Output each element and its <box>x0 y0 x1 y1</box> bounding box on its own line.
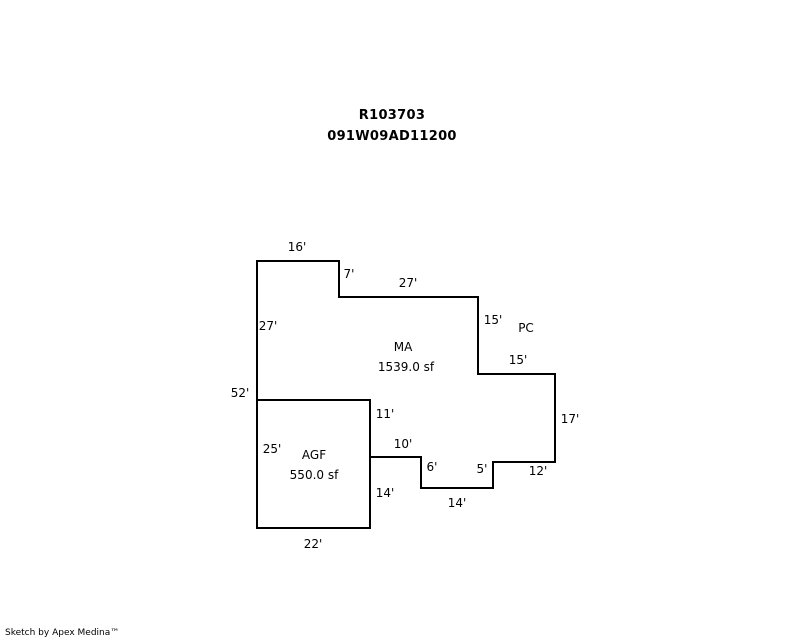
dimension-label: 7' <box>344 267 355 281</box>
dimension-label: 25' <box>263 442 282 456</box>
dimension-label: 15' <box>484 313 503 327</box>
dimension-label: 27' <box>399 276 418 290</box>
porch-area-code: PC <box>518 321 534 335</box>
dimension-label: 27' <box>259 319 278 333</box>
dimension-label: 22' <box>304 537 323 551</box>
garage-outline <box>256 399 371 529</box>
sketch-credit: Sketch by Apex Medina™ <box>5 628 120 638</box>
map-number: 091W09AD11200 <box>327 129 457 144</box>
dimension-label: 10' <box>394 437 413 451</box>
dimension-label: 16' <box>288 240 307 254</box>
dimension-label: 17' <box>561 412 580 426</box>
garage-area-code: AGF <box>302 448 326 462</box>
main-area-size: 1539.0 sf <box>378 360 435 374</box>
dimension-label: 14' <box>448 496 467 510</box>
main-area-code: MA <box>394 340 413 354</box>
garage-area-size: 550.0 sf <box>290 468 339 482</box>
dimension-label: 11' <box>376 407 395 421</box>
dimension-label: 12' <box>529 464 548 478</box>
dimension-label: 52' <box>231 386 250 400</box>
dimension-label: 15' <box>509 353 528 367</box>
dimension-label: 6' <box>427 460 438 474</box>
parcel-id: R103703 <box>358 108 426 123</box>
dimension-label: 14' <box>376 486 395 500</box>
dimension-label: 5' <box>477 462 488 476</box>
